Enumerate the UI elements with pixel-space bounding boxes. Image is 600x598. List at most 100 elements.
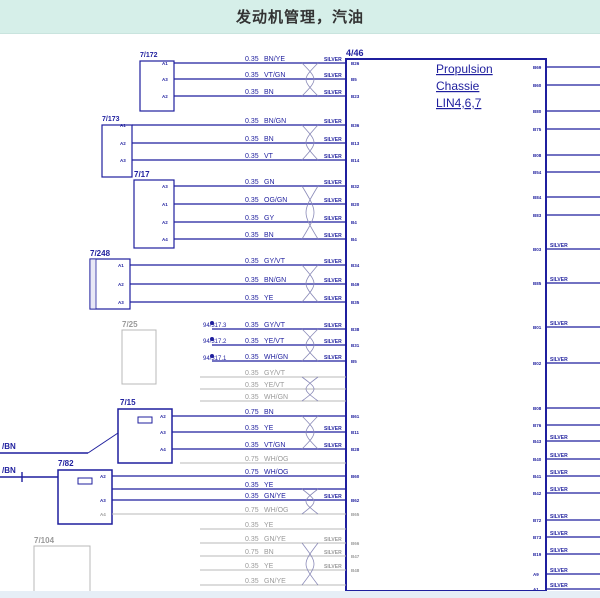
wire-gauge-label: 0.35 (245, 197, 259, 204)
twisted-pair-symbol (301, 124, 319, 161)
wire-color-label: GY/VT (264, 322, 286, 329)
ecu-pin-label: B34 (351, 263, 360, 268)
right-shield-label: SILVER (550, 548, 568, 554)
connector-7-248-latch (89, 258, 97, 310)
wire-gauge-label: 0.35 (245, 295, 259, 302)
connector-7-248-label: 7/248 (90, 249, 111, 258)
wire-gauge-label: 0.35 (245, 338, 259, 345)
ecu-pin-label: B26 (351, 61, 360, 66)
ecu-pin-label: B35 (351, 300, 360, 305)
ecu-right-pin-label: A9 (533, 572, 539, 577)
wire-gauge-label: 0.35 (245, 442, 259, 449)
wire-shield-label: SILVER (324, 443, 342, 449)
ecu-right-pin-label: B19 (533, 552, 542, 557)
ecu-text-propulsion: Propulsion (436, 62, 493, 76)
ecu-pin-label: B31 (351, 343, 360, 348)
ecu-pin-label: B47 (351, 554, 360, 559)
right-shield-label: SILVER (550, 277, 568, 283)
ecu-pin-label: B4 (351, 237, 357, 242)
connector-pin-label: A2 (162, 220, 168, 225)
ecu-right-pin-label: B69 (533, 65, 542, 70)
wire-shield-label: SILVER (324, 154, 342, 160)
wire-color-label: VT/GN (264, 442, 285, 449)
wire-shield-label: SILVER (324, 73, 342, 79)
twisted-pair-symbol (301, 415, 319, 450)
wire-color-label: YE (264, 563, 274, 570)
ecu-right-pin-label: B85 (533, 281, 542, 286)
ecu-pin-label: B61 (351, 414, 360, 419)
right-shield-label: SILVER (550, 321, 568, 327)
wire-gauge-label: 0.35 (245, 232, 259, 239)
connector-7-17 (133, 179, 175, 249)
right-shield-label: SILVER (550, 514, 568, 520)
ecu-pin-label: B5 (351, 77, 357, 82)
wire-color-label: GN/YE (264, 493, 286, 500)
connector-7-17-label: 7/17 (134, 170, 150, 179)
twisted-pair-symbol (301, 328, 319, 362)
twisted-pair-symbol (301, 62, 319, 97)
ecu-right-pin-label: B42 (533, 491, 542, 496)
wire-shield-label: SILVER (324, 355, 342, 361)
ecu-text-lin: LIN4,6,7 (436, 96, 482, 110)
wire-color-label: BN (264, 89, 274, 96)
splice-dot (210, 337, 214, 341)
ecu-pin-label: B28 (351, 447, 360, 452)
wire-gauge-label: 0.35 (245, 118, 259, 125)
ecu-right-pin-label: B75 (533, 127, 542, 132)
wire-shield-label: SILVER (324, 564, 342, 570)
ecu-right-pin-label: B08 (533, 406, 542, 411)
ecu-right-pin-label: B02 (533, 361, 542, 366)
wire-color-label: YE/VT (264, 338, 285, 345)
connector-pin-label: A3 (100, 498, 106, 503)
wire-shield-label: SILVER (324, 137, 342, 143)
wire-gauge-label: 0.35 (245, 522, 259, 529)
ecu-pin-label: B5 (351, 359, 357, 364)
wire-color-label: BN (264, 232, 274, 239)
ecu-pin-label: B62 (351, 498, 360, 503)
wire-gauge-label: 0.35 (245, 89, 259, 96)
wire-shield-label: SILVER (324, 216, 342, 222)
wire-color-label: WH/GN (264, 354, 288, 361)
ecu-pin-label: B65 (351, 512, 360, 517)
ecu-pin-label: B4 (351, 220, 357, 225)
wire-color-label: BN/GN (264, 118, 286, 125)
wire-color-label: BN (264, 549, 274, 556)
wire-gauge-label: 0.75 (245, 507, 259, 514)
ecu-right-pin-label: B40 (533, 457, 542, 462)
connector-7-82-fuse-symbol (77, 477, 93, 485)
wire-gauge-label: 0.35 (245, 370, 259, 377)
ecu-pin-label: B11 (351, 430, 360, 435)
ecu-pin-label: B36 (351, 123, 360, 128)
ecu-pin-label: B32 (351, 184, 360, 189)
feed-line-1-bend (87, 432, 119, 454)
connector-pin-label: A2 (120, 141, 126, 146)
connector-pin-label: A3 (120, 158, 126, 163)
wire-gauge-label: 0.35 (245, 258, 259, 265)
wire-shield-label: SILVER (324, 90, 342, 96)
wire-color-label: YE (264, 425, 274, 432)
wire-shield-label: SILVER (324, 278, 342, 284)
ecu-right-pin-label: B54 (533, 170, 542, 175)
wiring-diagram: 4/46 Propulsion Chassie LIN4,6,7 7/172 7… (0, 48, 600, 591)
ecu-right-pin-label: B41 (533, 474, 542, 479)
ecu-pin-label: B13 (351, 141, 360, 146)
connector-7-172-label: 7/172 (140, 52, 158, 59)
wire-color-label: VT (264, 153, 274, 160)
wire-shield-label: SILVER (324, 198, 342, 204)
wire-color-label: BN (264, 136, 274, 143)
connector-pin-label: A4 (160, 447, 166, 452)
left-label-bn-1: /BN (2, 442, 16, 451)
wire-color-label: WH/OG (264, 469, 289, 476)
wire-gauge-label: 0.35 (245, 56, 259, 63)
ecu-right-pin-label: A1 (533, 587, 539, 591)
right-shield-label: SILVER (550, 357, 568, 363)
wire-shield-label: SILVER (324, 296, 342, 302)
wire-color-label: YE (264, 522, 274, 529)
ecu-pin-label: B23 (351, 94, 360, 99)
connector-pin-label: A3 (162, 184, 168, 189)
wire-color-label: GN (264, 179, 275, 186)
twisted-pair-symbol (301, 264, 319, 303)
right-shield-label: SILVER (550, 435, 568, 441)
connector-pin-label: A3 (162, 77, 168, 82)
right-shield-label: SILVER (550, 568, 568, 574)
